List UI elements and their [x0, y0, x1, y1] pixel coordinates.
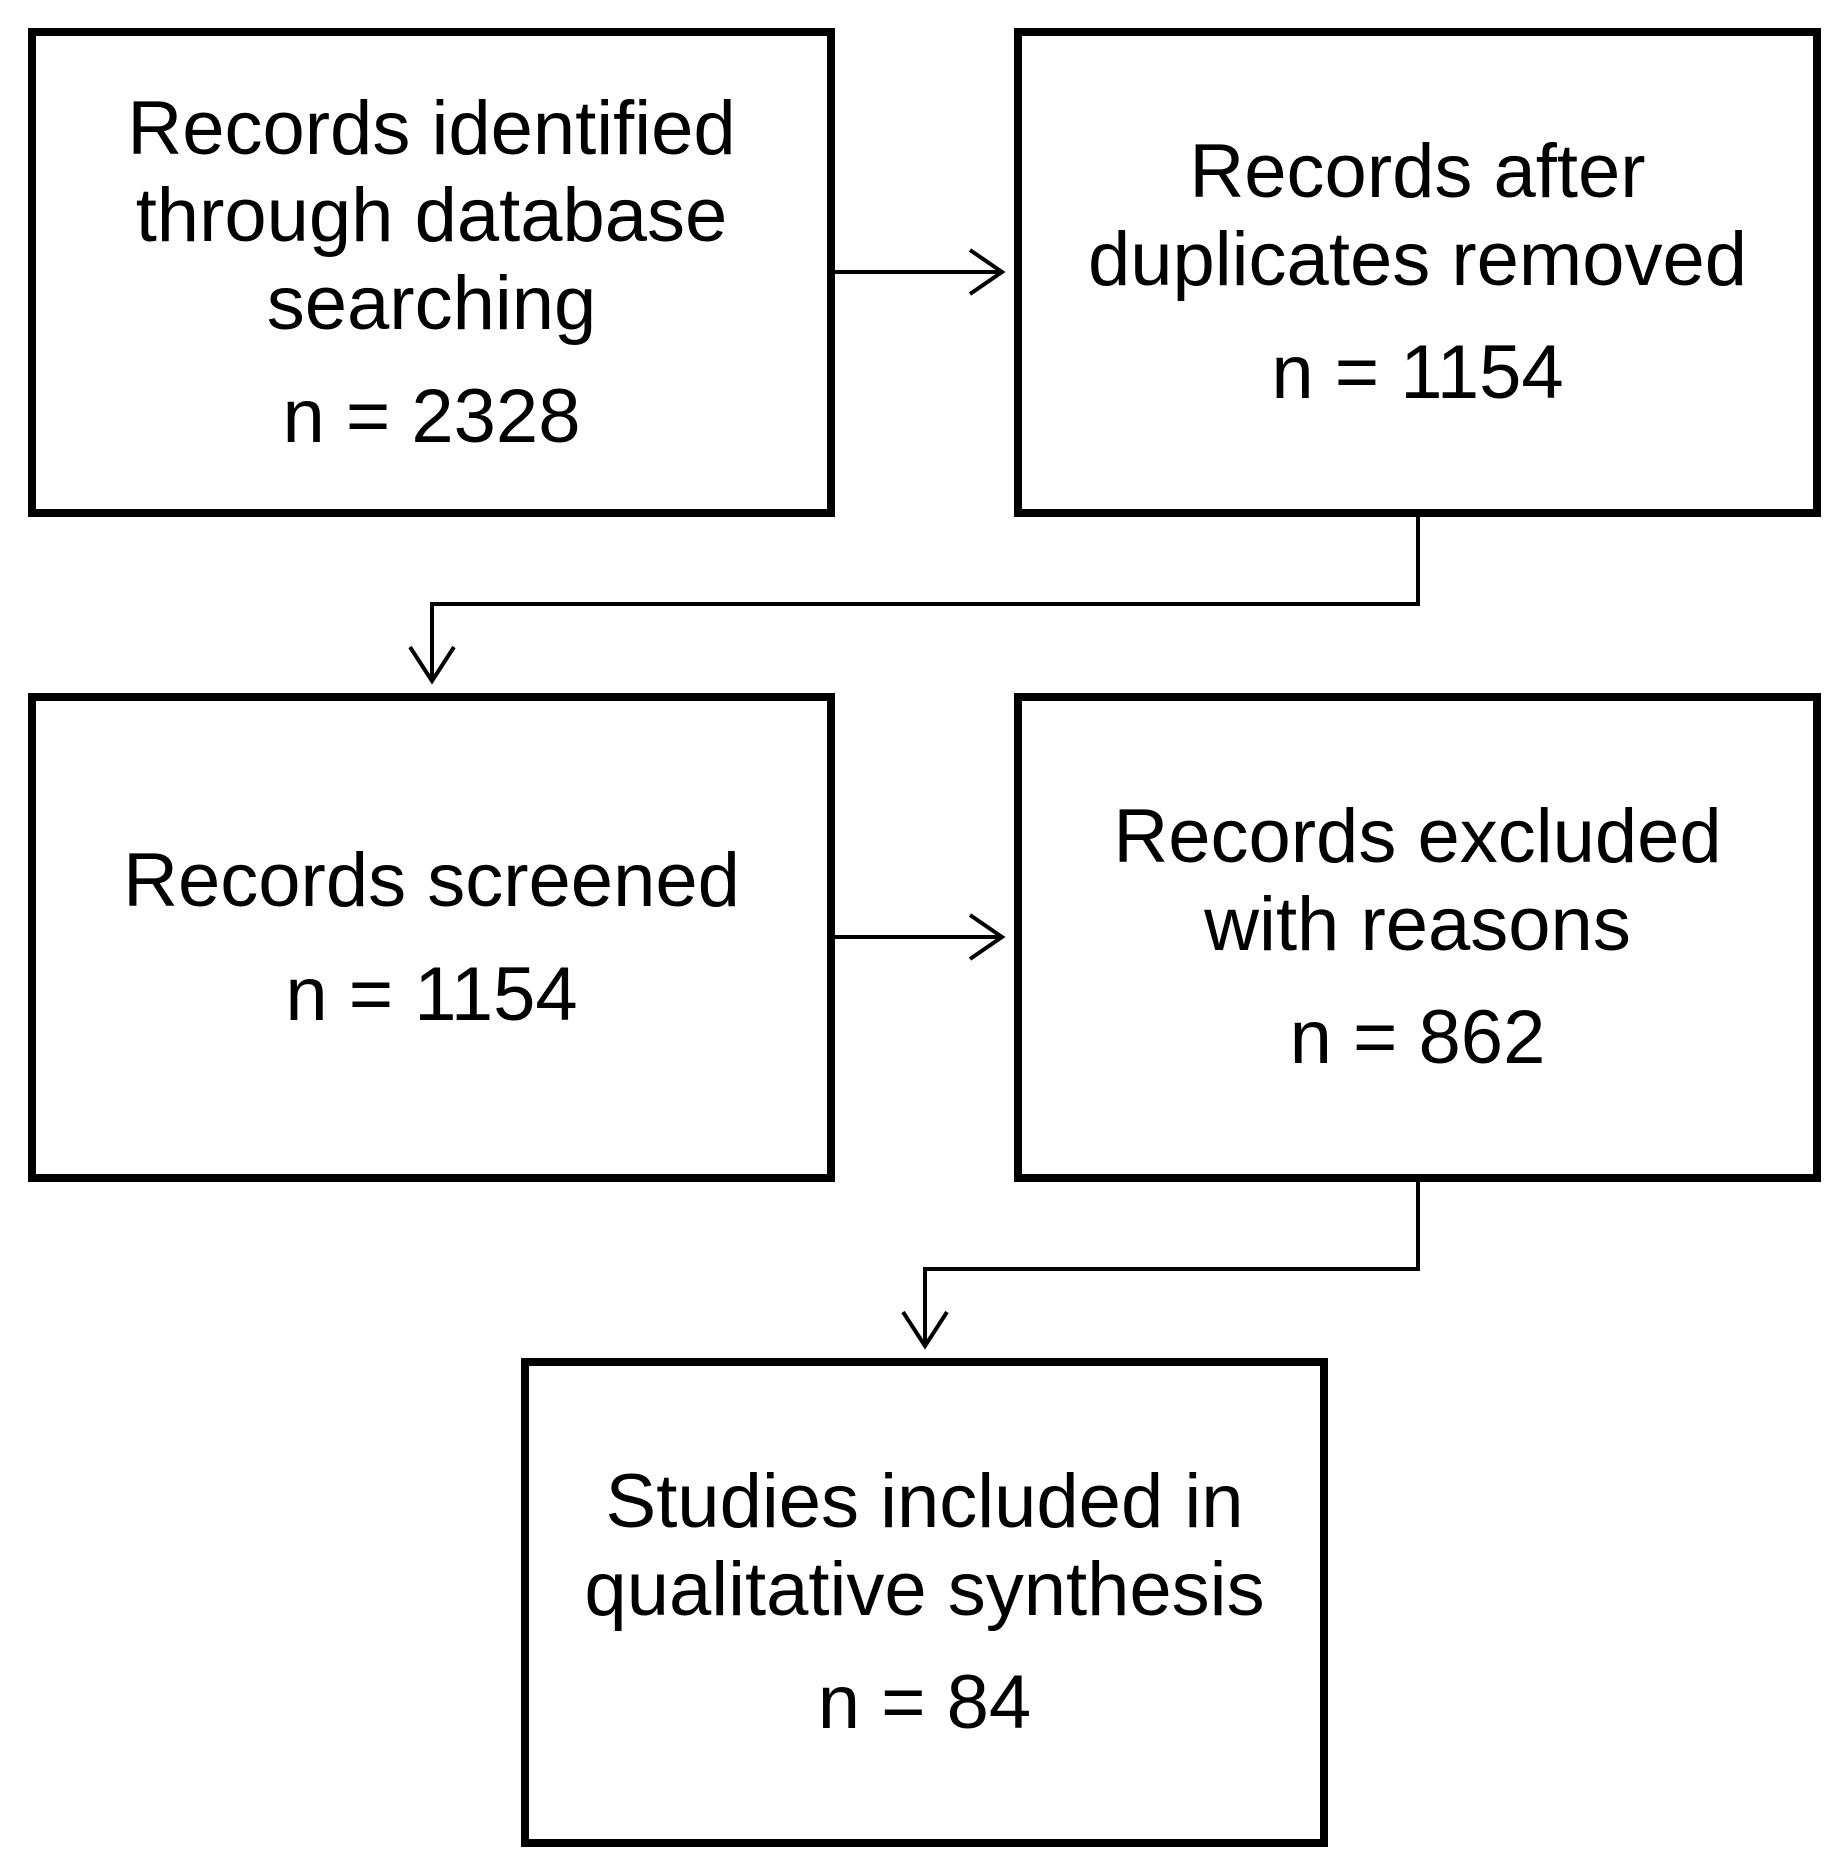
records-identified-label: Records identified through database sear… [127, 85, 736, 346]
records-screened-box: Records screened n = 1154 [28, 693, 835, 1182]
records-after-duplicates-box: Records after duplicates removed n = 115… [1014, 28, 1821, 517]
arrow-line [923, 1182, 1420, 1345]
studies-included-box: Studies included in qualitative synthesi… [521, 1358, 1328, 1847]
arrow-head [901, 1310, 949, 1350]
records-identified-count: n = 2328 [282, 373, 581, 459]
arrow-dedup-to-screened [408, 517, 1420, 685]
records-excluded-box: Records excluded with reasons n = 862 [1014, 693, 1821, 1182]
arrow-head [968, 248, 1006, 296]
arrow-head [968, 913, 1006, 961]
arrow-head [408, 645, 456, 685]
arrow-line [430, 517, 1420, 680]
studies-included-label: Studies included in qualitative synthesi… [584, 1459, 1265, 1632]
records-screened-label: Records screened [123, 838, 740, 924]
records-excluded-count: n = 862 [1289, 995, 1546, 1081]
records-screened-count: n = 1154 [285, 951, 578, 1037]
arrow-screened-to-excluded [835, 913, 1006, 961]
studies-included-count: n = 84 [817, 1660, 1032, 1746]
arrow-identified-to-dedup [835, 248, 1006, 296]
records-after-duplicates-count: n = 1154 [1271, 330, 1564, 416]
arrow-excluded-to-included [901, 1182, 1420, 1350]
records-identified-box: Records identified through database sear… [28, 28, 835, 517]
records-after-duplicates-label: Records after duplicates removed [1087, 129, 1748, 302]
records-excluded-label: Records excluded with reasons [1113, 794, 1722, 967]
